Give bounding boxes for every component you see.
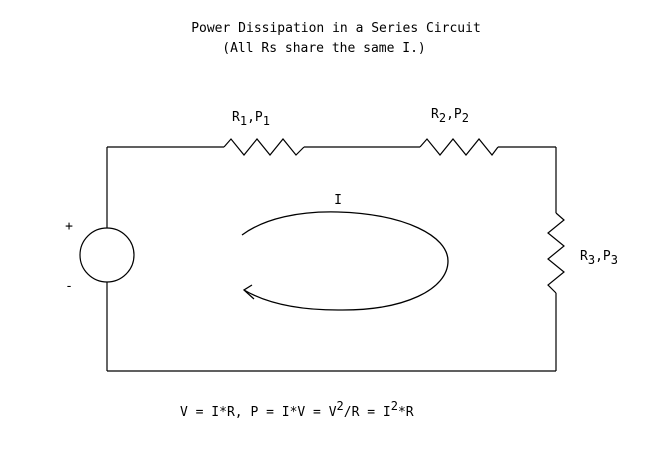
resistor-2-label: R2,P2 [431,107,469,125]
diagram-subtitle: (All Rs share the same I.) [222,41,426,56]
source-minus-label: - [65,279,73,294]
resistor-2-symbol [419,138,499,156]
resistor-3-symbol [547,212,565,294]
power-formula: V = I*R, P = I*V = V2/R = I2*R [180,399,414,420]
resistor-1-label: R1,P1 [232,110,270,128]
current-label: I [334,193,342,208]
voltage-source-symbol [79,227,135,283]
resistor-3-label: R3,P3 [580,249,618,267]
current-arrowhead [242,284,255,300]
diagram-title: Power Dissipation in a Series Circuit [191,21,481,36]
resistor-1-symbol [223,138,305,156]
current-loop-arrow [241,211,449,311]
source-plus-label: + [65,219,73,234]
circuit-wires [106,146,557,372]
